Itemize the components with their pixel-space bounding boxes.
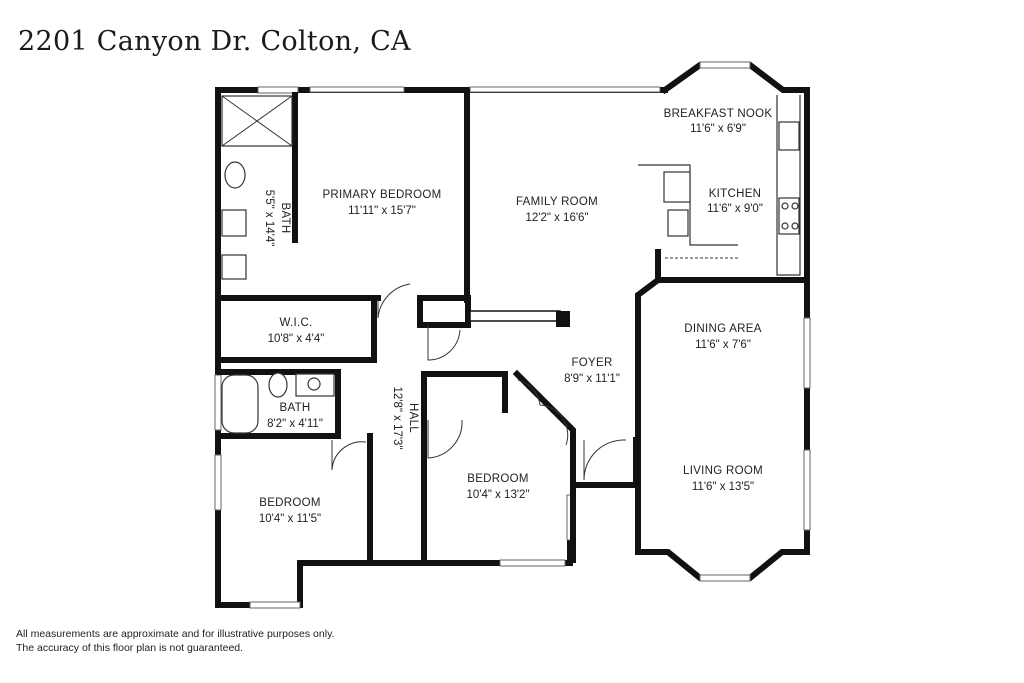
room-label-bath: BATH <box>279 402 310 414</box>
disclaimer-line-2: The accuracy of this floor plan is not g… <box>16 642 244 654</box>
bath-fixtures <box>221 95 335 434</box>
interior-walls <box>217 89 810 565</box>
room-dim-primary-bedroom: 11'11" x 15'7" <box>348 205 416 217</box>
room-dim-bedroom-center: 10'4" x 13'2" <box>466 489 529 501</box>
room-dim-primary-bath: 5'5" x 14'4" <box>263 190 275 247</box>
room-dim-hall: 12'8" x 17'3" <box>391 386 403 449</box>
room-label-primary-bedroom: PRIMARY BEDROOM <box>322 189 441 201</box>
room-label-wic: W.I.C. <box>279 317 312 329</box>
room-dim-kitchen: 11'6" x 9'0" <box>707 203 763 215</box>
room-label-primary-bath: BATH <box>279 202 291 233</box>
plan-title: 2201 Canyon Dr. Colton, CA <box>18 26 411 57</box>
room-label-living-room: LIVING ROOM <box>683 465 763 477</box>
room-label-foyer: FOYER <box>571 357 612 369</box>
room-label-dining-area: DINING AREA <box>684 323 761 335</box>
room-dim-breakfast-nook: 11'6" x 6'9" <box>690 123 746 135</box>
room-dim-wic: 10'8" x 4'4" <box>268 333 325 345</box>
room-label-kitchen: KITCHEN <box>709 188 762 200</box>
room-label-bedroom-center: BEDROOM <box>467 473 529 485</box>
room-label-hall: HALL <box>407 403 419 433</box>
room-dim-living-room: 11'6" x 13'5" <box>692 481 754 493</box>
room-dim-family-room: 12'2" x 16'6" <box>525 212 588 224</box>
room-dim-bedroom-left: 10'4" x 11'5" <box>259 513 321 525</box>
windows <box>214 61 811 609</box>
room-labels: BREAKFAST NOOK 11'6" x 6'9" KITCHEN 11'6… <box>259 108 773 525</box>
room-label-breakfast-nook: BREAKFAST NOOK <box>664 108 773 120</box>
room-label-bedroom-left: BEDROOM <box>259 497 321 509</box>
kitchen-counters <box>638 95 801 276</box>
room-dim-bath: 8'2" x 4'11" <box>267 418 323 430</box>
room-dim-foyer: 8'9" x 11'1" <box>564 373 620 385</box>
room-dim-dining-area: 11'6" x 7'6" <box>695 339 751 351</box>
disclaimer-line-1: All measurements are approximate and for… <box>16 628 335 640</box>
doors <box>331 283 627 481</box>
room-label-family-room: FAMILY ROOM <box>516 196 598 208</box>
